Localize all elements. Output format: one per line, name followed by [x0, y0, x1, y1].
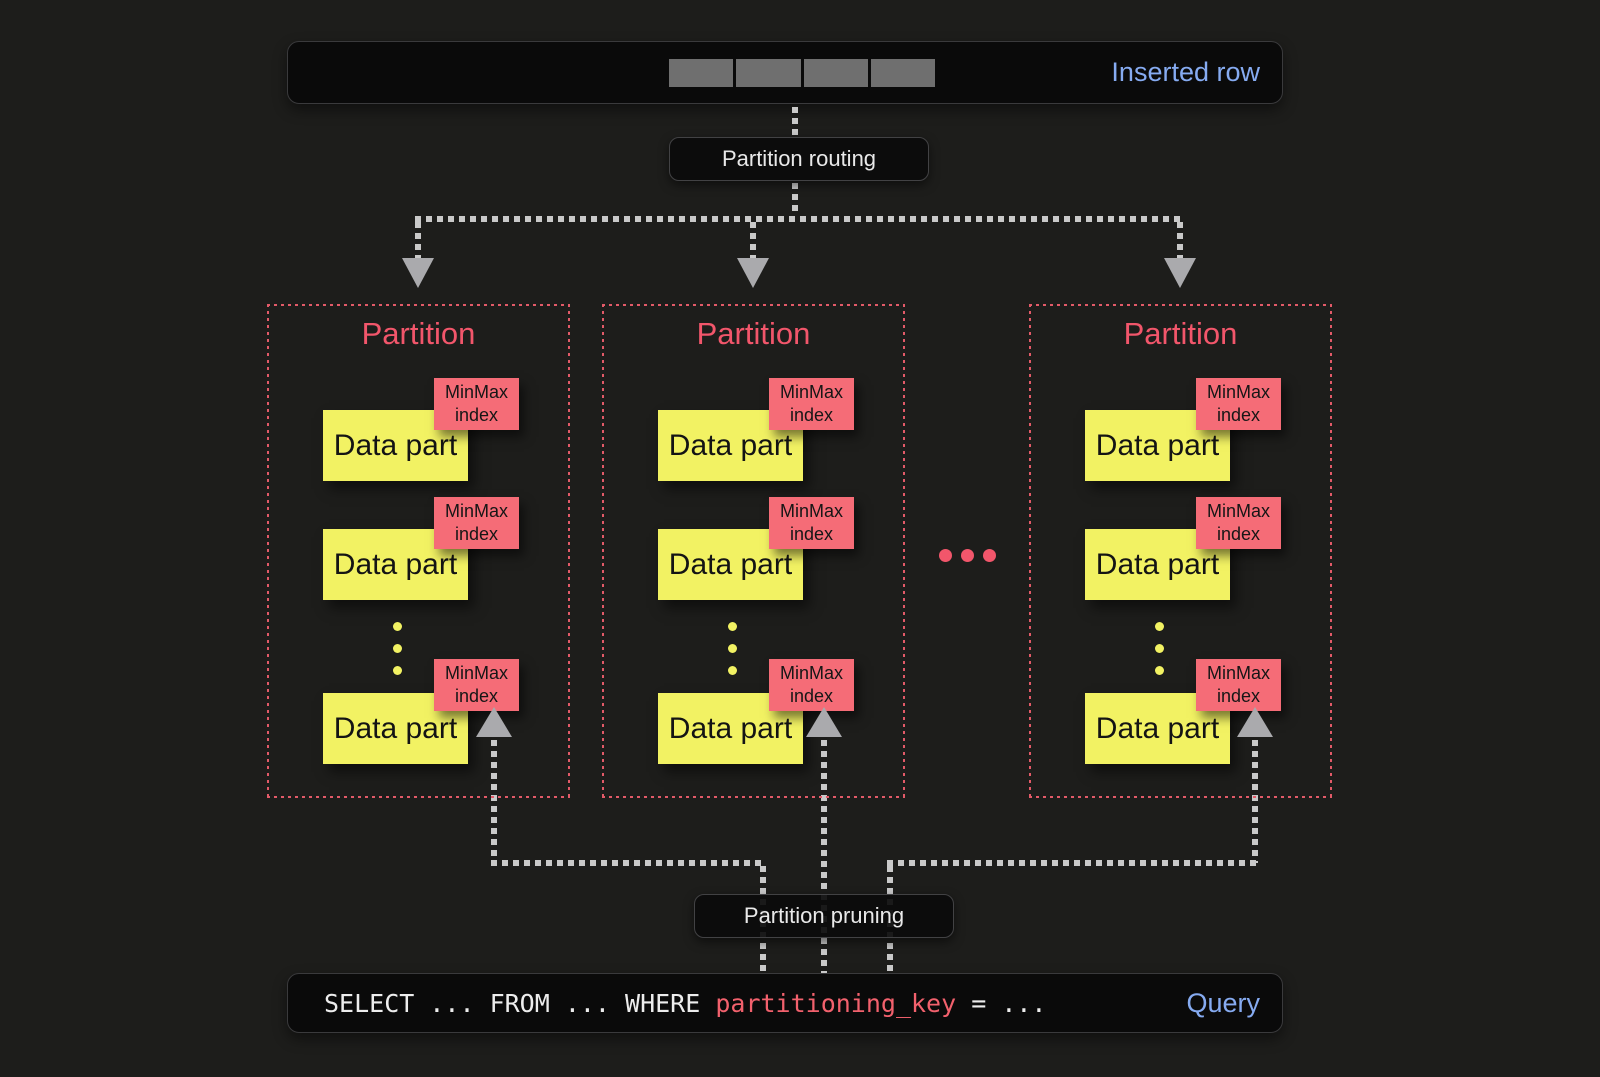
more-parts-dot	[1155, 644, 1164, 653]
routing-branch-line	[415, 216, 1183, 222]
routing-line-top	[792, 107, 798, 135]
minmax-index-tag: MinMax index	[1196, 378, 1281, 430]
pruning-tail-3	[1252, 740, 1258, 863]
partition-box-1: Partition MinMax index Data part MinMax …	[267, 304, 570, 798]
row-segment	[669, 59, 734, 87]
query-label: Query	[1186, 987, 1260, 1018]
more-parts-dot	[393, 666, 402, 675]
minmax-index-tag: MinMax index	[434, 497, 519, 549]
more-parts-dot	[728, 622, 737, 631]
routing-line-mid	[792, 183, 798, 216]
pruning-tail-1	[491, 740, 497, 863]
partition-box-3: Partition MinMax index Data part MinMax …	[1029, 304, 1332, 798]
minmax-index-tag: MinMax index	[769, 659, 854, 711]
arrow-down-icon	[737, 258, 769, 288]
minmax-index-tag: MinMax index	[1196, 659, 1281, 711]
more-partitions-dot	[961, 549, 974, 562]
partition-box-2: Partition MinMax index Data part MinMax …	[602, 304, 905, 798]
more-parts-dot	[728, 666, 737, 675]
inserted-row-label: Inserted row	[1111, 57, 1260, 87]
row-segment	[736, 59, 801, 87]
data-part-box: Data part	[323, 529, 468, 600]
row-segment	[803, 59, 868, 87]
more-parts-dot	[728, 644, 737, 653]
minmax-index-tag: MinMax index	[769, 497, 854, 549]
minmax-index-tag: MinMax index	[769, 378, 854, 430]
minmax-index-tag: MinMax index	[434, 378, 519, 430]
more-parts-dot	[393, 622, 402, 631]
more-partitions-dot	[983, 549, 996, 562]
partition-routing-label: Partition routing	[669, 137, 929, 181]
routing-drop-3	[1177, 222, 1183, 258]
arrow-up-icon	[1237, 707, 1273, 737]
query-sql-select: SELECT ... FROM ... WHERE	[324, 988, 716, 1018]
inserted-row-bar: Inserted row	[287, 41, 1283, 104]
routing-drop-2	[750, 222, 756, 258]
row-segment	[870, 59, 935, 87]
data-part-box: Data part	[1085, 693, 1230, 764]
arrow-down-icon	[402, 258, 434, 288]
partition-title: Partition	[361, 316, 476, 351]
pruning-elbow-left	[491, 860, 766, 866]
more-parts-dot	[393, 644, 402, 653]
partition-title: Partition	[1123, 316, 1238, 351]
pruning-tail-2	[821, 740, 827, 973]
data-part-box: Data part	[1085, 529, 1230, 600]
partition-pruning-text: Partition pruning	[743, 903, 905, 928]
arrow-up-icon	[476, 707, 512, 737]
data-part-box: Data part	[323, 693, 468, 764]
arrow-down-icon	[1164, 258, 1196, 288]
row-segments	[669, 59, 935, 87]
more-parts-dot	[1155, 666, 1164, 675]
partition-pruning-label: Partition pruning	[694, 894, 954, 938]
minmax-index-tag: MinMax index	[1196, 497, 1281, 549]
more-parts-dot	[1155, 622, 1164, 631]
query-sql-partitioning-key: partitioning_key	[715, 988, 957, 1018]
arrow-up-icon	[806, 707, 842, 737]
routing-drop-1	[415, 222, 421, 258]
query-sql-tail: = ...	[956, 988, 1047, 1018]
pruning-elbow-right	[887, 860, 1258, 866]
more-partitions-dot	[939, 549, 952, 562]
minmax-index-tag: MinMax index	[434, 659, 519, 711]
partition-title: Partition	[696, 316, 811, 351]
query-sql: SELECT ... FROM ... WHERE partitioning_k…	[324, 989, 1046, 1018]
query-bar: SELECT ... FROM ... WHERE partitioning_k…	[287, 973, 1283, 1033]
partition-routing-text: Partition routing	[721, 146, 877, 171]
